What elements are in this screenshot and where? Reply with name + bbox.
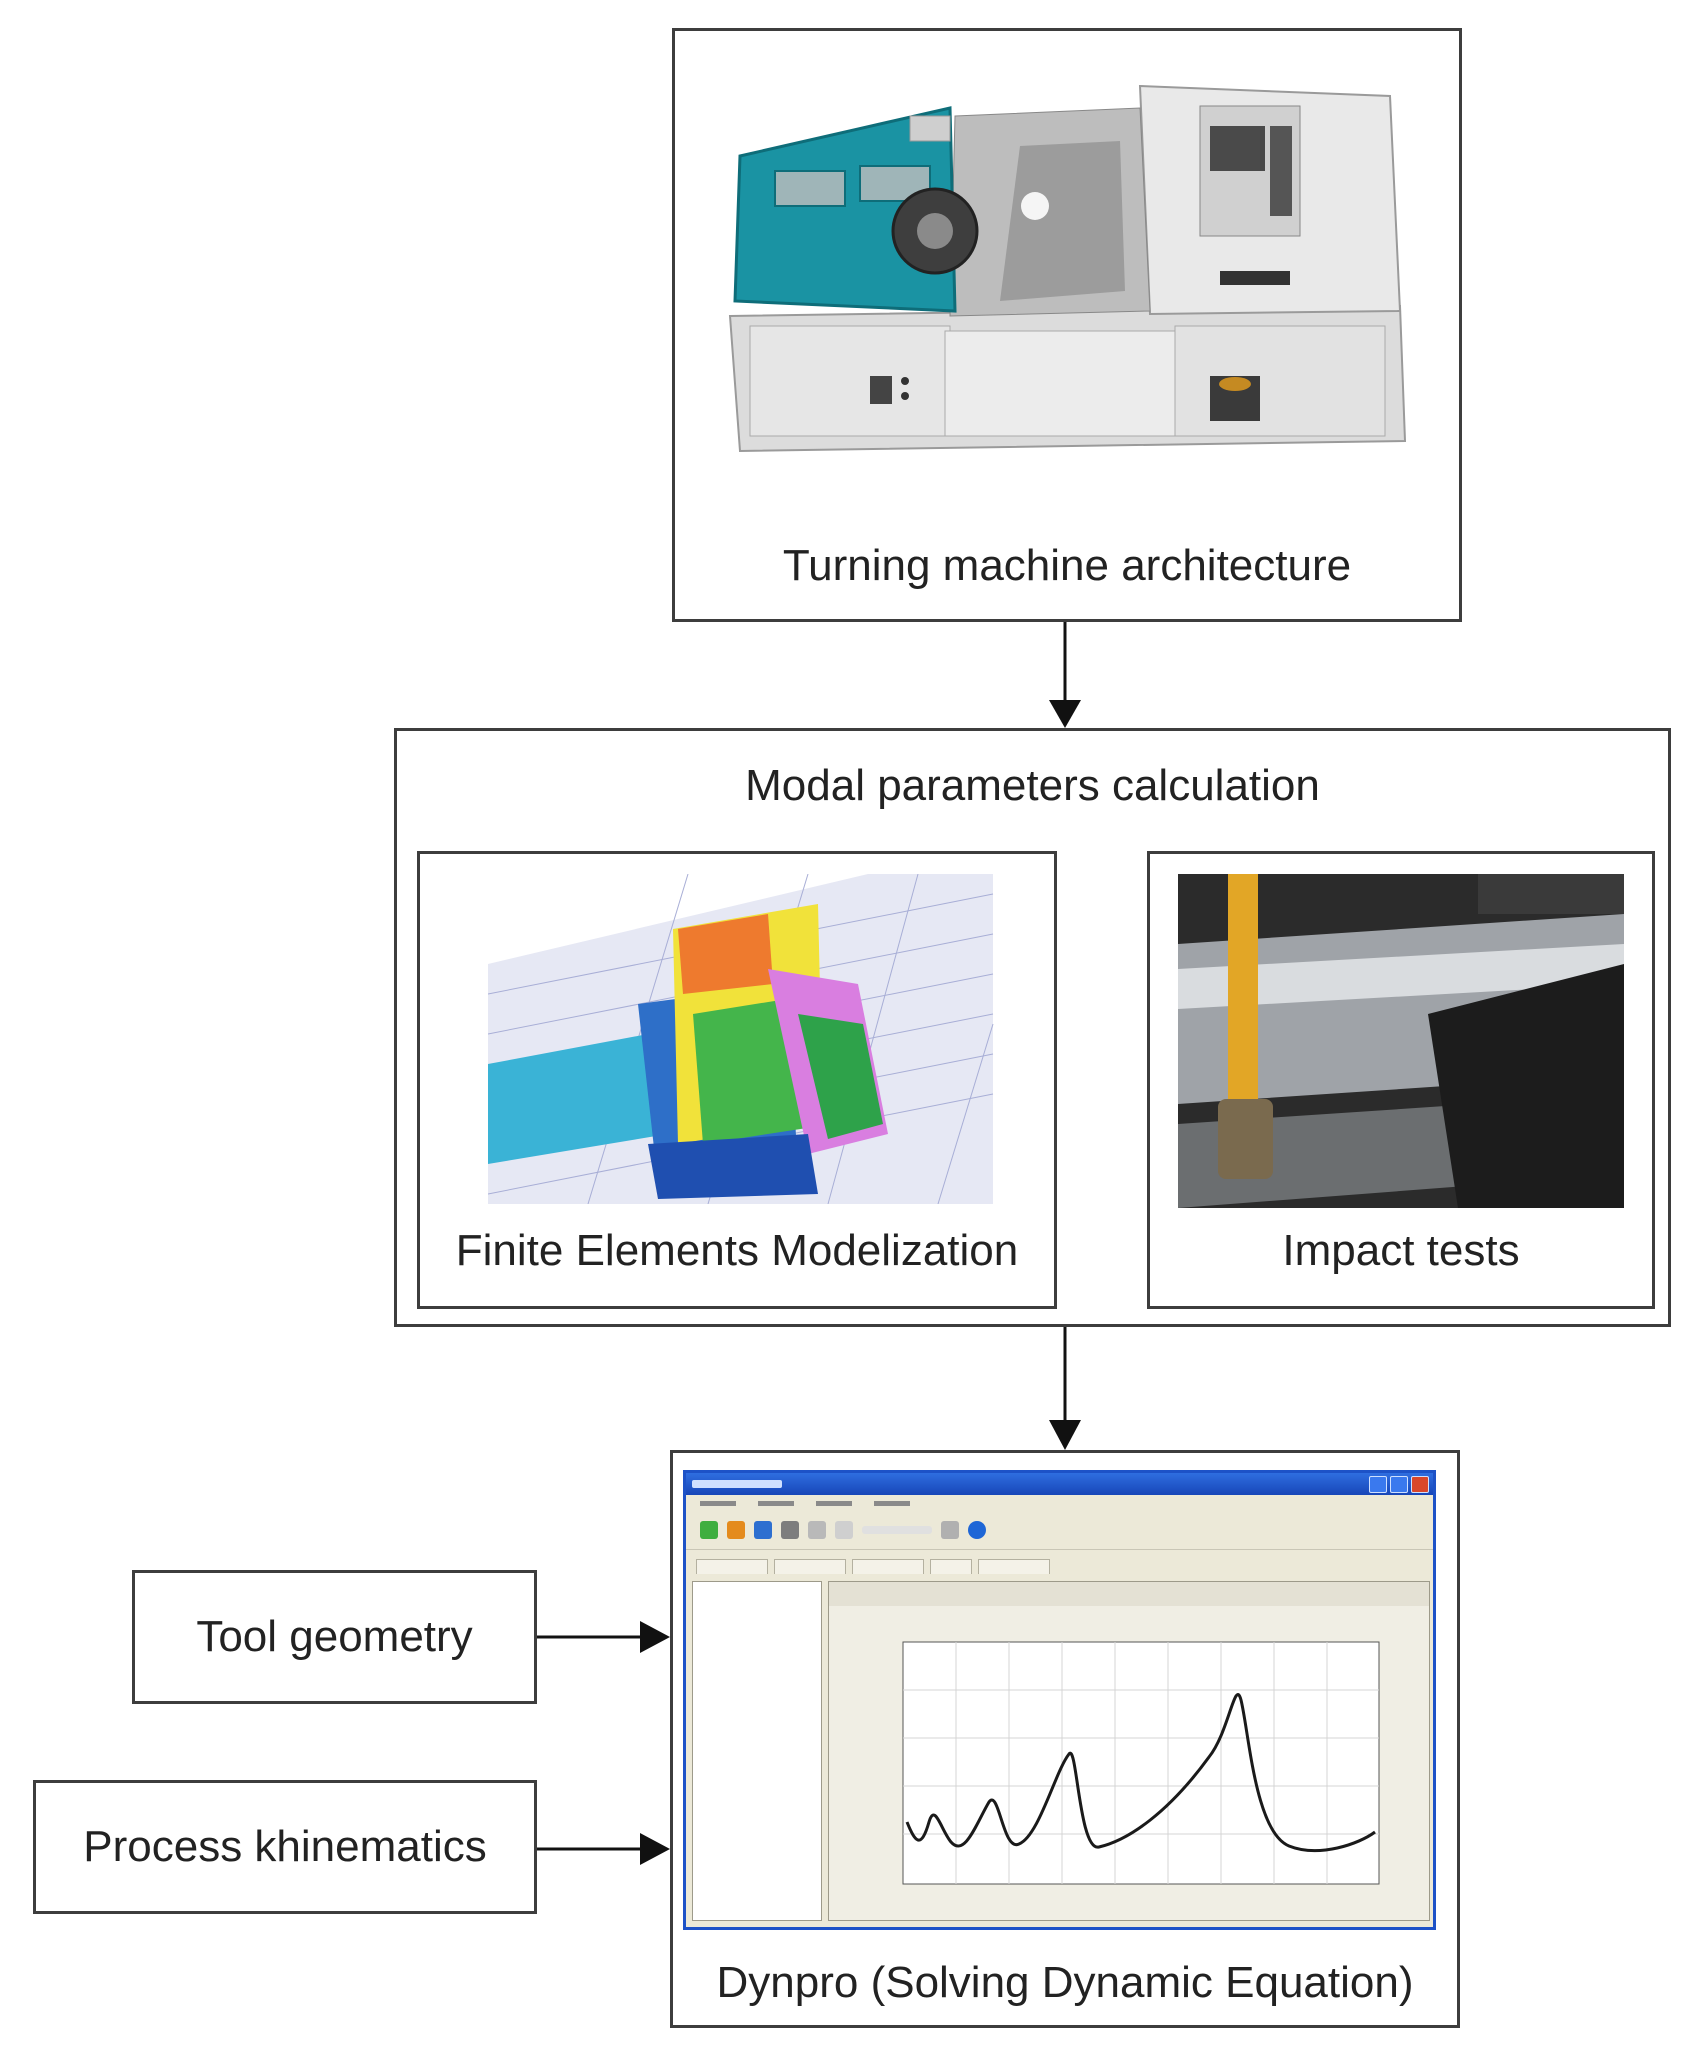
window-tabs — [686, 1550, 1433, 1574]
stability-lobes-plot — [829, 1582, 1429, 1885]
window-titlebar — [686, 1473, 1433, 1495]
turning-machine-label: Turning machine architecture — [782, 541, 1352, 590]
dynpro-label: Dynpro (Solving Dynamic Equation) — [716, 1958, 1414, 2007]
process-kinematics-box: Process khinematics — [33, 1780, 537, 1914]
window-tree-panel — [692, 1581, 822, 1921]
arrow-process-to-dynpro — [537, 1833, 670, 1865]
arrow-tool-to-dynpro — [537, 1621, 670, 1653]
impact-tests-box: Impact tests — [1147, 851, 1655, 1309]
finite-elements-box: Finite Elements Modelization — [417, 851, 1057, 1309]
dynpro-software-screenshot — [683, 1470, 1436, 1930]
tool-geometry-label: Tool geometry — [196, 1612, 473, 1661]
impact-test-photo — [1178, 874, 1624, 1208]
window-menubar — [686, 1495, 1433, 1511]
finite-elements-label: Finite Elements Modelization — [455, 1226, 1019, 1275]
tool-geometry-box: Tool geometry — [132, 1570, 537, 1704]
modal-parameters-title: Modal parameters calculation — [745, 761, 1320, 810]
window-toolbar — [686, 1511, 1433, 1550]
turning-machine-box: Turning machine architecture — [672, 28, 1462, 622]
impact-tests-label: Impact tests — [1282, 1226, 1520, 1275]
turning-machine-image — [728, 84, 1407, 453]
arrow-modal-to-dynpro — [1049, 1327, 1081, 1450]
fem-model-image — [488, 874, 994, 1204]
arrow-machine-to-modal — [1049, 622, 1081, 728]
modal-parameters-box: Modal parameters calculation Finite Elem… — [394, 728, 1671, 1327]
process-kinematics-label: Process khinematics — [83, 1822, 487, 1871]
window-plot-panel — [828, 1581, 1430, 1921]
